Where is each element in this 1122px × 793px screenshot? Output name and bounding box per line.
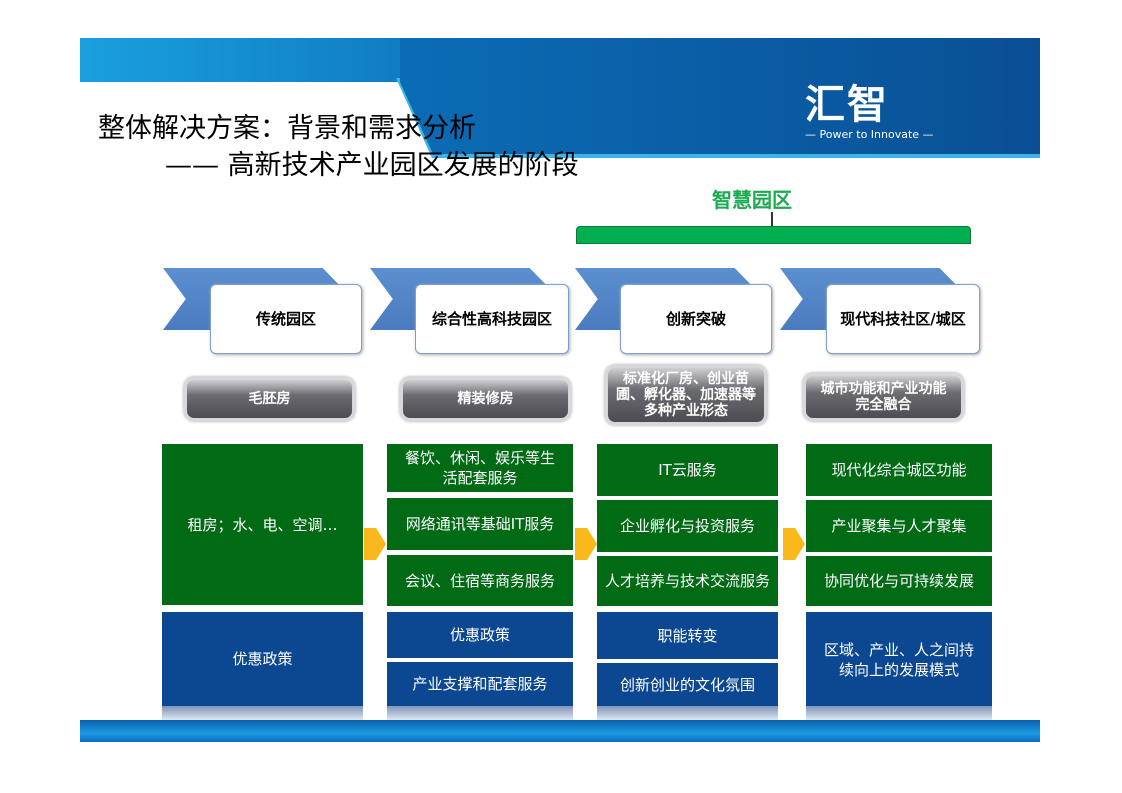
- service-block: 网络通讯等基础IT服务: [387, 498, 573, 550]
- logo-tagline: — Power to Innovate —: [805, 128, 934, 141]
- stage-box: 综合性高科技园区: [415, 284, 569, 354]
- stage-box: 现代科技社区/城区: [826, 284, 980, 354]
- page-subtitle: —— 高新技术产业园区发展的阶段: [165, 150, 579, 181]
- form-pill: 毛胚房: [184, 377, 355, 421]
- policy-block: 区域、产业、人之间持续向上的发展模式: [806, 612, 992, 707]
- arrow-right-icon: [783, 528, 805, 560]
- policy-block: 优惠政策: [162, 612, 363, 706]
- service-block: 企业孵化与投资服务: [597, 500, 778, 552]
- logo: 汇智 — Power to Innovate —: [805, 72, 955, 141]
- form-pill: 精装修房: [400, 377, 571, 421]
- header-block: [400, 38, 1040, 154]
- reflection: [162, 706, 363, 720]
- page-title: 整体解决方案：背景和需求分析: [98, 113, 476, 144]
- bracket-label: 智慧园区: [712, 188, 792, 212]
- form-pill: 标准化厂房、创业苗圃、孵化器、加速器等多种产业形态: [605, 365, 767, 425]
- arrow-right-icon: [575, 528, 597, 560]
- service-block: 协同优化与可持续发展: [806, 556, 992, 606]
- stage-box: 传统园区: [210, 284, 362, 354]
- reflection: [387, 706, 573, 720]
- service-block: 产业聚集与人才聚集: [806, 500, 992, 552]
- policy-block: 优惠政策: [387, 612, 573, 658]
- bracket-tick: [771, 212, 773, 226]
- service-block: 租房；水、电、空调…: [162, 444, 363, 605]
- service-block: IT云服务: [597, 444, 778, 496]
- logo-mark: 汇智: [805, 82, 889, 128]
- footer-band: [80, 720, 1040, 742]
- bracket-bar: [576, 226, 971, 244]
- service-block: 餐饮、休闲、娱乐等生活配套服务: [387, 444, 573, 492]
- arrow-right-icon: [364, 528, 386, 560]
- form-pill: 城市功能和产业功能完全融合: [803, 373, 964, 421]
- reflection: [597, 706, 778, 720]
- policy-block: 创新创业的文化氛围: [597, 663, 778, 707]
- policy-block: 产业支撑和配套服务: [387, 662, 573, 706]
- stage-box: 创新突破: [620, 284, 772, 354]
- service-block: 现代化综合城区功能: [806, 444, 992, 496]
- policy-block: 职能转变: [597, 612, 778, 659]
- reflection: [806, 706, 992, 720]
- service-block: 人才培养与技术交流服务: [597, 556, 778, 606]
- service-block: 会议、住宿等商务服务: [387, 555, 573, 606]
